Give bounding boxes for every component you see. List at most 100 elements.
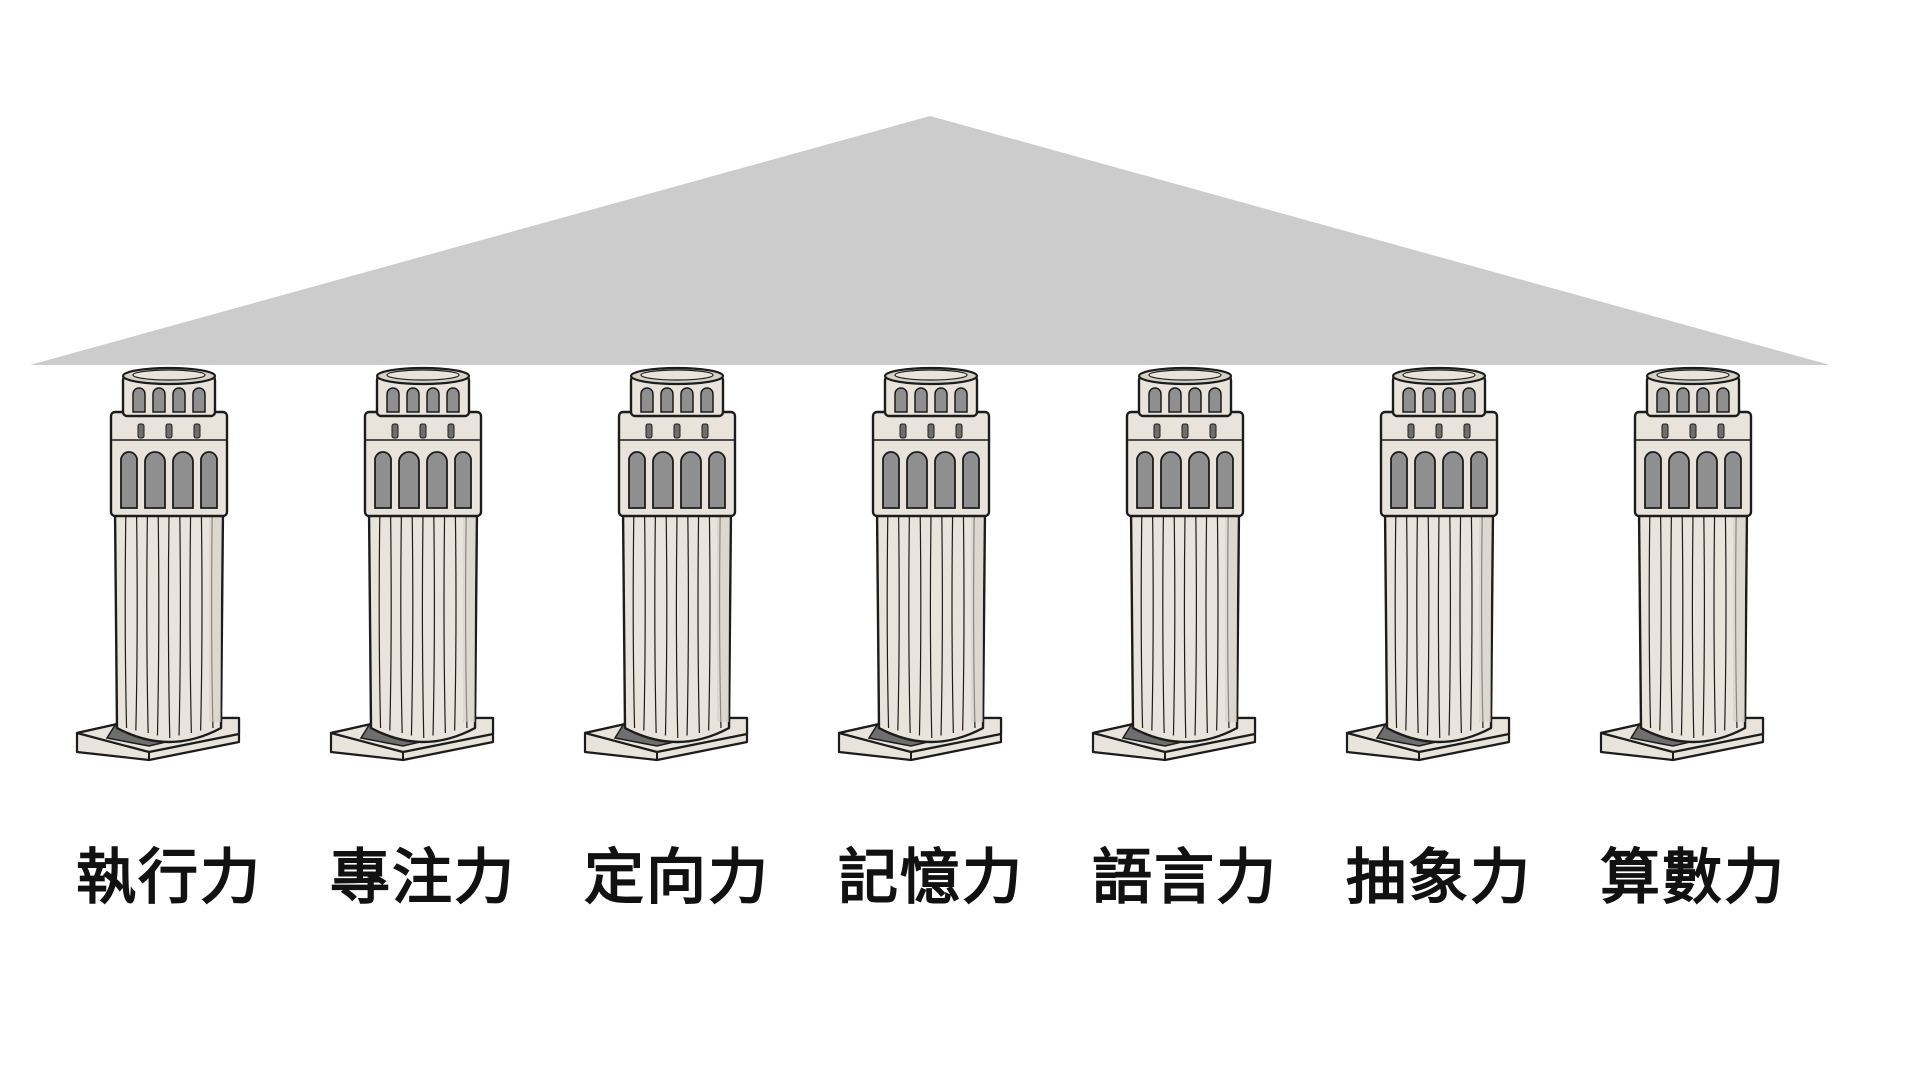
pillar-window-arch [1136, 451, 1154, 509]
pillar-flute [200, 513, 203, 731]
pillar-flute [1724, 513, 1727, 731]
pillar-window-small [914, 387, 928, 413]
pillar [837, 366, 1003, 762]
pillar-window-arch [708, 451, 726, 509]
pillar-window-slot [1661, 423, 1669, 439]
pillar-window-slot [137, 423, 145, 439]
pillar-flute [410, 513, 414, 736]
pillar-window-small [1696, 387, 1710, 413]
pillar-flute [929, 513, 933, 739]
pillars-group [75, 366, 1765, 762]
pillar-top-inner [386, 369, 460, 381]
pillar [1599, 366, 1765, 762]
pillar-flute [708, 513, 711, 731]
pillar-flute [632, 513, 636, 729]
pillar-shaft-shade [971, 512, 983, 722]
pillar-window-arch [1442, 451, 1464, 509]
pillar-window-slot [1435, 423, 1443, 439]
pillar-window-small [1168, 387, 1182, 413]
pillar-window-small [934, 387, 948, 413]
pillar-window-slot [701, 423, 709, 439]
pillar-top-inner [640, 369, 714, 381]
pillar-window-arch [1644, 451, 1662, 509]
pillar-flute [918, 513, 922, 736]
pillar-window-small [132, 387, 146, 413]
pillar-window-small [640, 387, 654, 413]
pillar-window-arch [1390, 451, 1408, 509]
pillar-window-slot [927, 423, 935, 439]
pillar-flute [1426, 513, 1430, 736]
pillar-flute [1205, 513, 1208, 734]
pillar-window-slot [419, 423, 427, 439]
pillar-window-arch [1696, 451, 1718, 509]
pillar-flute [686, 513, 689, 736]
pillar-flute [378, 513, 382, 729]
pillar-window-arch [172, 451, 194, 509]
pillar-window-small [192, 387, 206, 413]
pillar-flute [443, 513, 446, 734]
pillar-flute [643, 513, 646, 731]
pillar-window-arch [934, 451, 956, 509]
pillar-label-2: 專注力 [330, 843, 516, 913]
pillar-flute [421, 513, 425, 739]
pillar-window-arch [1216, 451, 1234, 509]
pillar-flute [189, 513, 192, 734]
pillar-flute [1140, 513, 1144, 729]
pillar-flute [697, 513, 700, 734]
pillar-window-small [152, 387, 166, 413]
pillar-window-small [660, 387, 674, 413]
pillar-top-inner [1402, 369, 1476, 381]
pillar [329, 366, 495, 762]
pillar-window-arch [1470, 451, 1488, 509]
pillar-window-arch [1188, 451, 1210, 509]
pillar-window-slot [391, 423, 399, 439]
pillar-window-small [1716, 387, 1730, 413]
pillar-window-small [426, 387, 440, 413]
pillar-flute [1691, 513, 1695, 739]
pillar-label-7: 算數力 [1600, 843, 1786, 913]
pillar-flute [1459, 513, 1462, 734]
pillar-flute [962, 513, 965, 731]
pillar-window-arch [200, 451, 218, 509]
pillar-flute [1394, 513, 1398, 729]
pillar-window-arch [906, 451, 928, 509]
pillar [583, 366, 749, 762]
pillar-flute [1680, 513, 1684, 736]
pillar-window-arch [1414, 451, 1436, 509]
pillar-window-slot [899, 423, 907, 439]
pillar-flute [675, 513, 679, 739]
pillar-flute [940, 513, 943, 736]
pillar-window-slot [1463, 423, 1471, 439]
pillar-flute [1416, 513, 1419, 734]
pillar-label-6: 抽象力 [1346, 843, 1532, 913]
pillar-flute [1405, 513, 1408, 731]
pillar-shaft-shade [1479, 512, 1491, 722]
pillar [1091, 366, 1257, 762]
pillar-window-arch [652, 451, 674, 509]
pillar-label-1: 執行力 [76, 843, 262, 913]
pillar-top-inner [1148, 369, 1222, 381]
pillar-window-small [1462, 387, 1476, 413]
pillar-window-small [700, 387, 714, 413]
pillar-window-slot [955, 423, 963, 439]
pillar-flute [1702, 513, 1705, 736]
pillar-flute [1172, 513, 1176, 736]
pillar-window-arch [1724, 451, 1742, 509]
pillar-window-slot [193, 423, 201, 439]
pillar-flute [908, 513, 911, 734]
pillar-shaft-shade [1225, 512, 1237, 722]
pillar [75, 366, 241, 762]
pillar-window-arch [628, 451, 646, 509]
pillar-window-arch [1160, 451, 1182, 509]
pillar-window-small [1188, 387, 1202, 413]
pillar-flute [897, 513, 900, 731]
pillar-window-arch [454, 451, 472, 509]
pillar-window-small [1422, 387, 1436, 413]
pillar-flute [124, 513, 128, 729]
pillar-shaft-shade [717, 512, 729, 722]
temple-roof [30, 116, 1830, 365]
pillar-flute [389, 513, 392, 731]
pillar-window-small [1442, 387, 1456, 413]
pillar-window-slot [645, 423, 653, 439]
